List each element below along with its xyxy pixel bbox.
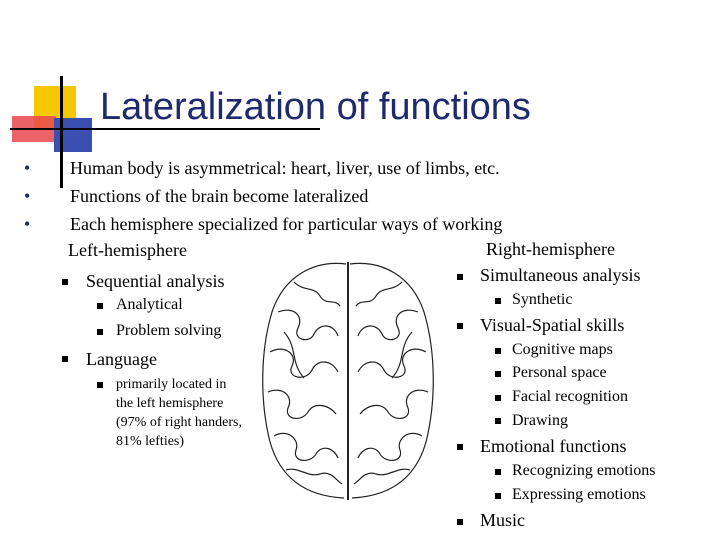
square-bullet [495, 348, 501, 354]
left-item-language-note: primarily located in the left hemisphere… [116, 377, 242, 449]
square-bullet [62, 279, 68, 285]
left-item-language: Language [86, 349, 157, 369]
square-bullet [97, 382, 103, 388]
square-bullet [97, 303, 103, 309]
square-bullet [495, 298, 501, 304]
decor-horizontal-line [10, 128, 320, 130]
square-bullet [457, 444, 463, 450]
right-item-facial-recognition: Facial recognition [512, 388, 628, 405]
bullet-dot: • [24, 186, 31, 206]
slide-title: Lateralization of functions [100, 86, 531, 128]
square-bullet [457, 274, 463, 280]
bullet-lateralized: Functions of the brain become lateralize… [70, 186, 369, 206]
square-bullet [97, 329, 103, 335]
left-item-analytical: Analytical [116, 296, 183, 313]
square-bullet [495, 395, 501, 401]
bullet-dot: • [24, 214, 31, 234]
right-item-personal-space: Personal space [512, 364, 607, 381]
square-bullet [62, 356, 68, 362]
brain-illustration [262, 262, 434, 500]
right-item-recognizing-emotions: Recognizing emotions [512, 462, 656, 479]
bullet-specialized: Each hemisphere specialized for particul… [70, 214, 503, 234]
left-item-problem-solving: Problem solving [116, 322, 222, 339]
square-bullet [495, 371, 501, 377]
right-item-synthetic: Synthetic [512, 291, 573, 308]
decor-vertical-line [60, 76, 63, 188]
left-hemisphere-heading: Left-hemisphere [68, 240, 187, 260]
bullet-dot: • [24, 158, 31, 178]
square-bullet [495, 418, 501, 424]
right-hemisphere-heading: Right-hemisphere [486, 239, 615, 259]
left-item-sequential: Sequential analysis [86, 271, 225, 291]
square-bullet [457, 519, 463, 525]
right-item-expressing-emotions: Expressing emotions [512, 486, 646, 503]
right-item-simultaneous: Simultaneous analysis [480, 265, 641, 285]
square-bullet [457, 323, 463, 329]
square-bullet [495, 469, 501, 475]
bullet-asymmetry: Human body is asymmetrical: heart, liver… [70, 158, 500, 178]
right-item-emotional: Emotional functions [480, 436, 627, 456]
right-item-visual-spatial: Visual-Spatial skills [480, 315, 625, 335]
right-item-cognitive-maps: Cognitive maps [512, 341, 613, 358]
right-item-music: Music [480, 510, 525, 530]
square-bullet [495, 493, 501, 499]
right-item-drawing: Drawing [512, 412, 568, 429]
